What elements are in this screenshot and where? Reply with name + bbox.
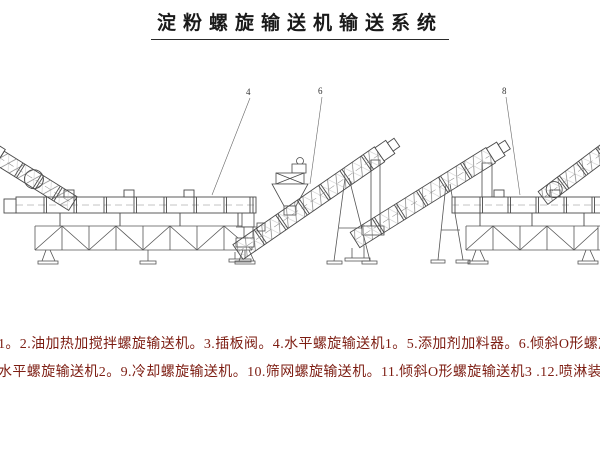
inclined-o-screw-conveyor-2: [232, 137, 401, 261]
horizontal-screw-conveyor-1: [3, 189, 257, 226]
callout-leaders: [211, 96, 521, 196]
drawing-title-text: 淀粉螺旋输送机输送系统: [150, 8, 449, 40]
callout-label-6: 6: [318, 86, 323, 96]
left-inclined-screw-conveyor: [0, 141, 78, 211]
caption-block: 1。2.油加热加搅拌螺旋输送机。3.插板阀。4.水平螺旋输送机1。5.添加剂加料…: [0, 331, 600, 387]
inclined-o-screw-conveyor-3: [349, 139, 511, 249]
truss-support-2: [465, 225, 600, 265]
callout-label-4: 4: [246, 87, 251, 97]
caption-line-1: 1。2.油加热加搅拌螺旋输送机。3.插板阀。4.水平螺旋输送机1。5.添加剂加料…: [0, 337, 600, 352]
page-title: 淀粉螺旋输送机输送系统: [0, 8, 600, 40]
callout-label-8: 8: [502, 86, 507, 96]
caption-line-2: 水平螺旋输送机2。9.冷却螺旋输送机。10.筛网螺旋输送机。11.倾斜O形螺旋输…: [0, 365, 600, 380]
horizontal-screw-conveyor-2: [451, 189, 600, 226]
right-inclined-screw-conveyor: [537, 139, 600, 206]
support-frame-a: [326, 177, 378, 265]
truss-support-1: [34, 225, 256, 265]
